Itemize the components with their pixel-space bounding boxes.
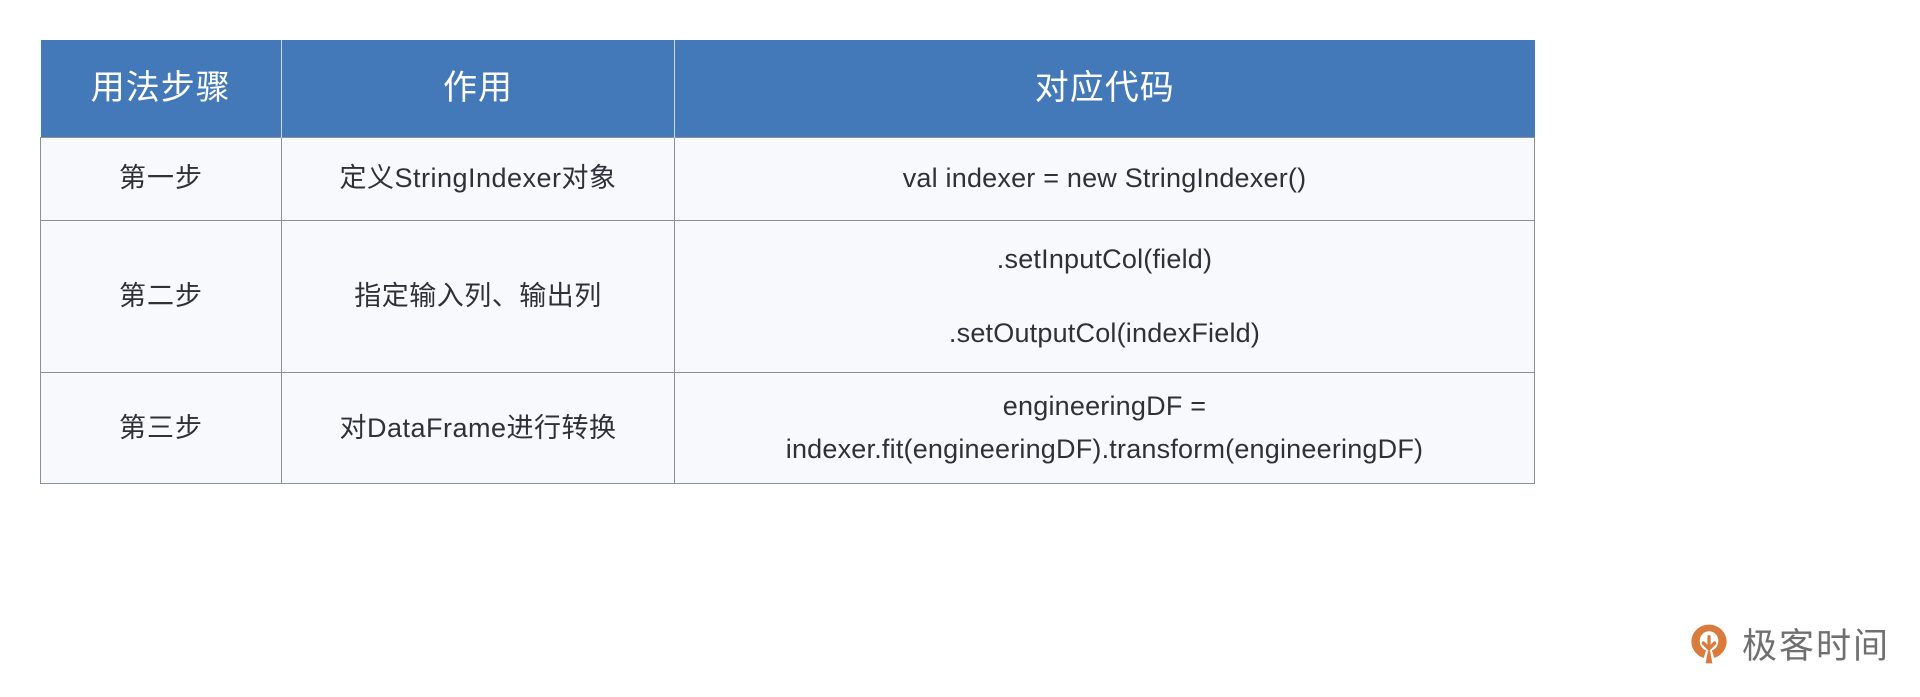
table-header: 用法步骤 作用 对应代码 [40, 40, 1535, 138]
table-body: 第一步 定义StringIndexer对象 val indexer = new … [40, 137, 1535, 485]
table-row: 第二步 指定输入列、输出列 .setInputCol(field) .setOu… [40, 220, 1535, 373]
code-line: indexer.fit(engineeringDF).transform(eng… [785, 434, 1424, 465]
column-header-purpose: 作用 [281, 40, 675, 138]
cell-purpose-2: 指定输入列、输出列 [281, 220, 675, 373]
brand-logo: 极客时间 [1688, 618, 1890, 669]
cell-purpose-1: 定义StringIndexer对象 [281, 137, 675, 221]
column-header-code: 对应代码 [674, 40, 1535, 138]
code-line: engineeringDF = [1002, 391, 1207, 421]
code-line: .setInputCol(field) [996, 244, 1213, 275]
code-line: val indexer = new StringIndexer() [902, 163, 1307, 194]
cell-purpose-3: 对DataFrame进行转换 [281, 371, 675, 485]
brand-logo-text: 极客时间 [1741, 627, 1890, 666]
code-line: .setOutputCol(indexField) [948, 317, 1261, 348]
usage-table: 用法步骤 作用 对应代码 第一步 定义StringIndexer对象 val i… [40, 40, 1535, 485]
cell-code-2: .setInputCol(field) .setOutputCol(indexF… [674, 220, 1535, 373]
column-header-step: 用法步骤 [40, 40, 282, 138]
table-row: 第一步 定义StringIndexer对象 val indexer = new … [40, 137, 1535, 221]
table-header-row: 用法步骤 作用 对应代码 [40, 40, 1535, 138]
cell-step-1: 第一步 [40, 137, 282, 221]
cell-code-1: val indexer = new StringIndexer() [674, 137, 1535, 221]
geekbang-logo-icon [1688, 623, 1730, 665]
cell-step-2: 第二步 [40, 220, 282, 373]
table-row: 第三步 对DataFrame进行转换 engineeringDF = index… [40, 371, 1535, 485]
cell-step-3: 第三步 [40, 371, 282, 485]
usage-table-container: 用法步骤 作用 对应代码 第一步 定义StringIndexer对象 val i… [40, 40, 1535, 485]
cell-code-3: engineeringDF = indexer.fit(engineeringD… [674, 371, 1535, 485]
